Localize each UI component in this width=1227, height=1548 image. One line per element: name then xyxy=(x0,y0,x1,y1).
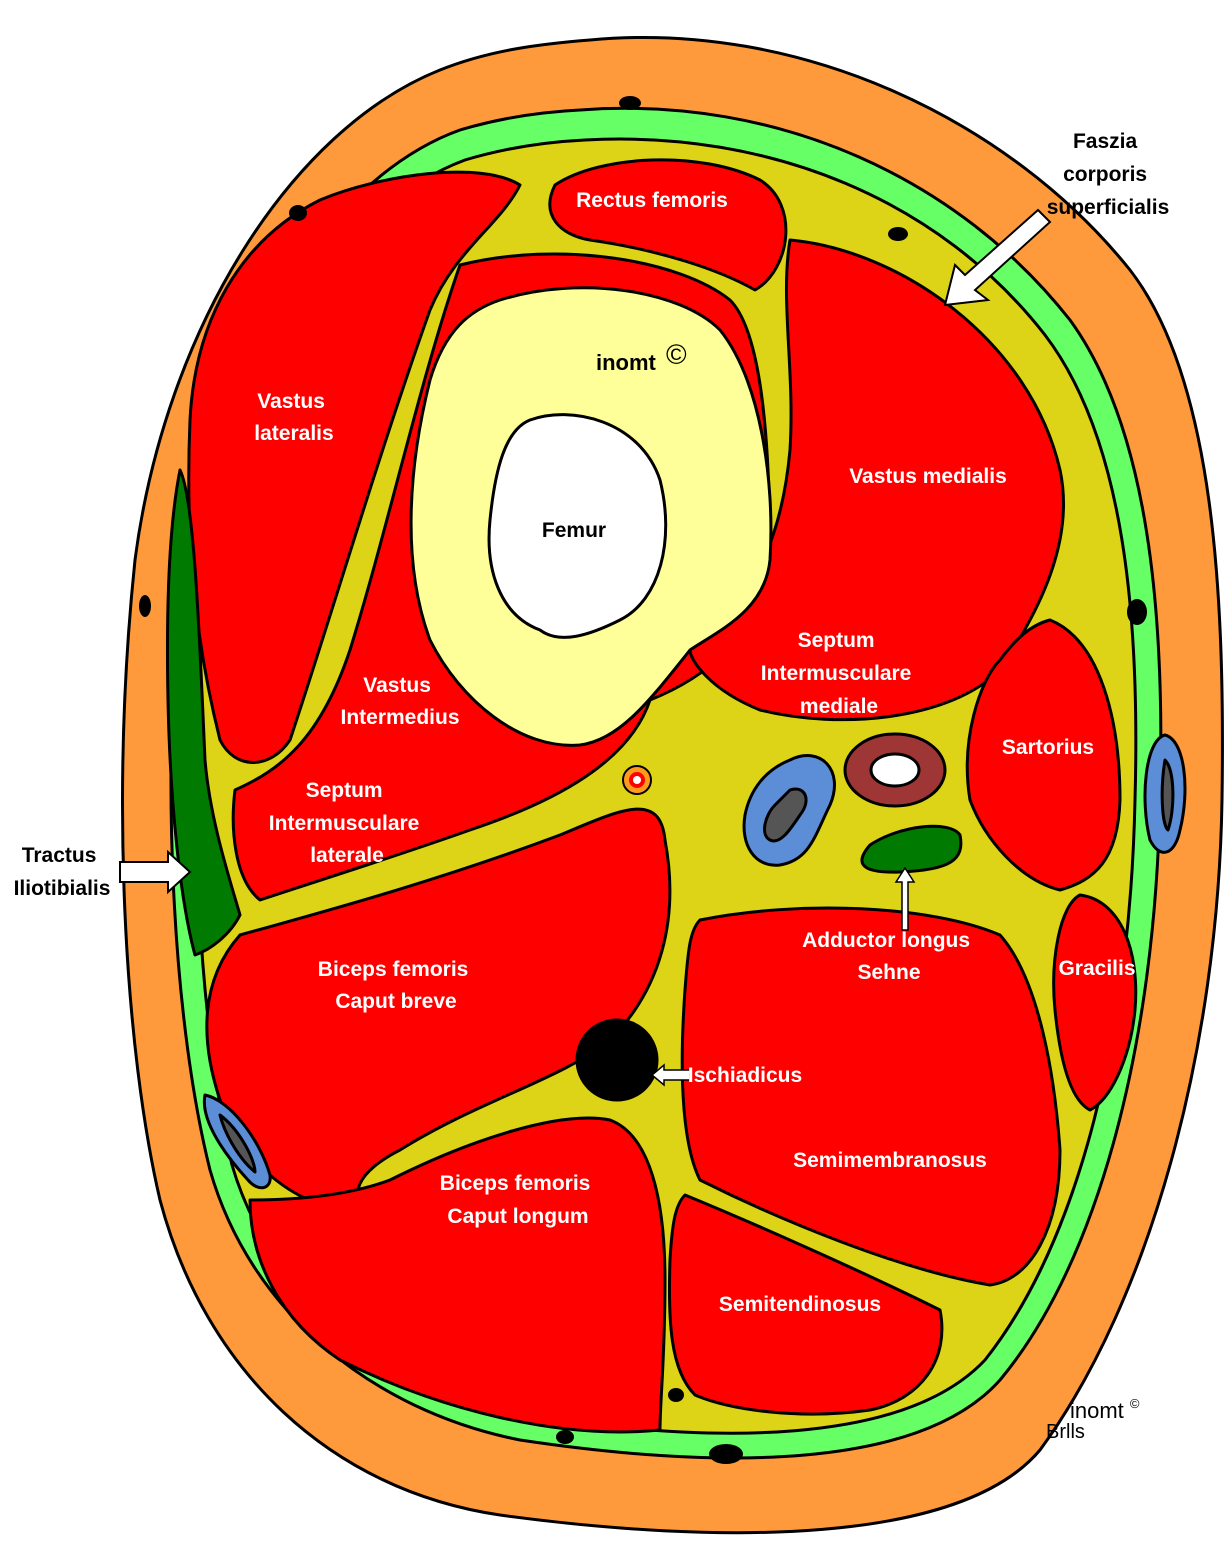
label-sartorius: Sartorius xyxy=(1002,736,1094,759)
cutaneous-vessel xyxy=(709,1444,743,1464)
label-vastus-medialis: Vastus medialis xyxy=(849,465,1007,488)
perforating-artery-lumen xyxy=(633,776,641,784)
label-semimembranosus: Semimembranosus xyxy=(793,1149,987,1172)
ischiadicus-nerve xyxy=(577,1020,657,1100)
cutaneous-vessel xyxy=(139,595,151,617)
label-gracilis: Gracilis xyxy=(1058,957,1135,980)
cutaneous-vessel xyxy=(289,205,307,221)
cutaneous-vessel xyxy=(556,1430,574,1444)
watermark-corner-sub: Brlls xyxy=(1046,1421,1085,1443)
cutaneous-vessel xyxy=(668,1388,684,1402)
cutaneous-vessel xyxy=(888,227,908,241)
cutaneous-vessel xyxy=(619,96,641,110)
cutaneous-vessel xyxy=(1127,599,1147,625)
label-tractus: Tractus Iliotibialis xyxy=(14,844,111,900)
femoral-artery-lumen xyxy=(871,754,919,786)
label-semitendinosus: Semitendinosus xyxy=(719,1293,881,1316)
label-faszia: Faszia corporis superficialis xyxy=(1047,130,1170,219)
saphenous-vein-right-lumen xyxy=(1162,760,1173,830)
label-ischiadicus: Ischiadicus xyxy=(688,1064,802,1087)
label-rectus-femoris: Rectus femoris xyxy=(576,189,728,212)
watermark-corner: inomt © xyxy=(1070,1396,1140,1423)
label-femur: Femur xyxy=(542,519,606,542)
